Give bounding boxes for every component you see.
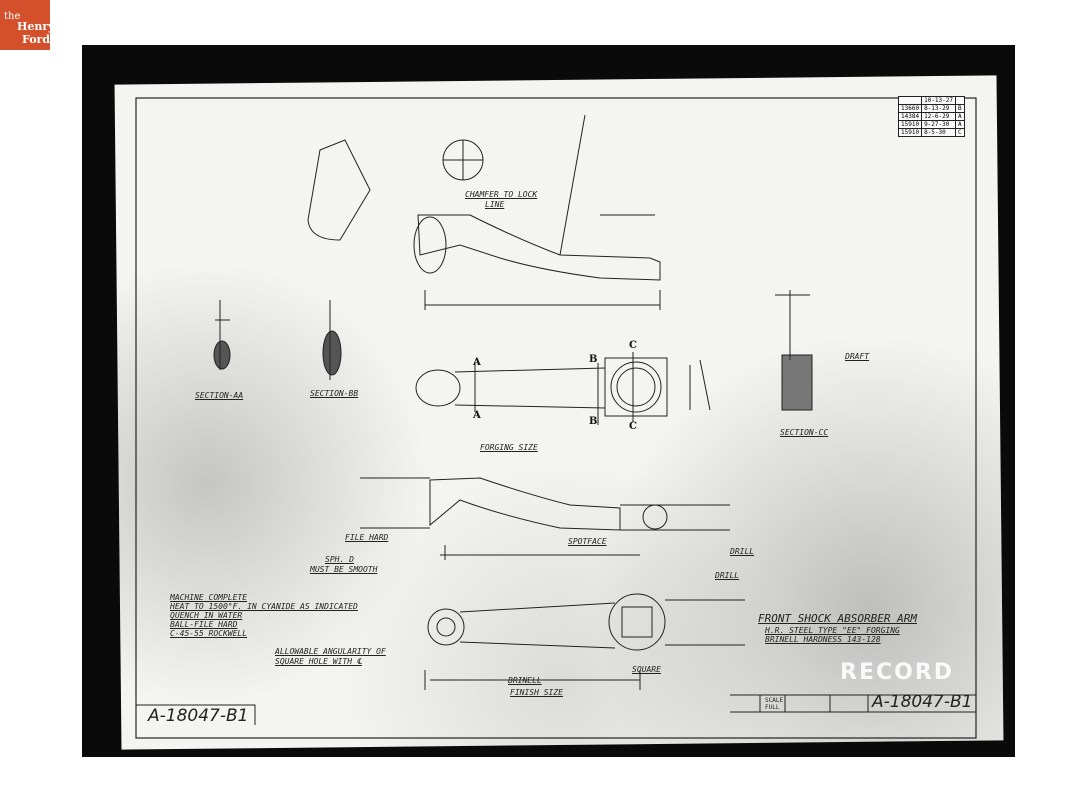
drill-label: DRILL [730,547,755,556]
rev-date: 8-13-29 [921,104,956,113]
note-line: HEAT TO 1500°F. IN CYANIDE AS INDICATED [170,602,358,611]
forging-size-label: FORGING SIZE [480,443,538,452]
note-line: QUENCH IN WATER [170,611,243,620]
sph-label: SPH. D [325,555,354,564]
logo-text-henry: Henry [17,20,55,33]
rev-number: 13660 [897,104,923,113]
revision-date: 10-13-27 [921,96,956,105]
record-watermark: RECORD [840,660,955,685]
drawing-title: FRONT SHOCK ABSORBER ARM [758,612,917,625]
note-line: BALL-FILE HARD [170,620,238,629]
hardness-spec: BRINELL HARDNESS 143-128 [765,635,881,644]
section-aa-shape [213,340,231,370]
section-letter-a: A [473,410,481,421]
logo-text-the: the [4,11,21,22]
rev-letter: C [954,128,965,137]
square-label: SQUARE [632,665,661,674]
logo-text-ford: Ford [22,33,51,46]
section-aa-label: SECTION-AA [195,391,244,400]
section-cc-shape [781,354,813,411]
draft-label: DRAFT [845,352,870,361]
section-letter-a: A [473,357,481,368]
chamfer-label-line: LINE [485,200,505,209]
drawing-number-right: A-18047-B1 [872,692,973,712]
rev-number: 14384 [897,112,923,121]
drawing-number-left: A-18047-B1 [148,706,249,726]
finish-size-label: FINISH SIZE [510,688,563,697]
scale-label: SCALE [765,697,784,704]
angularity-label: ALLOWABLE ANGULARITY OF [275,647,386,656]
note-line: C-45-55 ROCKWELL [170,629,248,638]
brinell-label: BRINELL [508,676,542,685]
forging-view [360,477,730,560]
rev-number: 15910 [897,120,923,129]
file-hard-label: FILE HARD [345,533,389,542]
material-spec: H.R. STEEL TYPE "EE" FORGING [765,626,900,635]
note-line: MACHINE COMPLETE [170,593,248,602]
finish-view [424,593,745,690]
chamfer-label: CHAMFER TO LOCK [465,190,538,199]
plan-view-arm [415,352,711,425]
rev-date: 12-6-29 [921,112,956,121]
section-bb-label: SECTION-BB [310,389,359,398]
section-cc-label: SECTION-CC [780,428,829,437]
drawing-border [135,97,977,739]
drill-label-2: DRILL [715,571,740,580]
rev-date: 9-27-30 [921,120,956,129]
rev-letter: B [954,104,965,113]
henry-ford-logo[interactable]: the Henry Ford [0,0,55,50]
top-view-arm [307,114,661,310]
smooth-label: MUST BE SMOOTH [310,565,378,574]
rev-letter: A [954,112,965,121]
section-bb-shape [322,330,342,376]
rev-letter: A [954,120,965,129]
spotface-label: SPOTFACE [568,537,607,546]
angularity-label-2: SQUARE HOLE WITH ℄ [275,657,363,666]
scale-value: FULL [765,704,780,711]
section-letter-c: C [629,340,637,351]
section-letter-b: B [589,354,598,365]
rev-date: 8-5-30 [921,128,956,137]
section-letter-b: B [589,416,598,427]
rev-number: 15910 [897,128,923,137]
section-letter-c: C [629,421,637,432]
